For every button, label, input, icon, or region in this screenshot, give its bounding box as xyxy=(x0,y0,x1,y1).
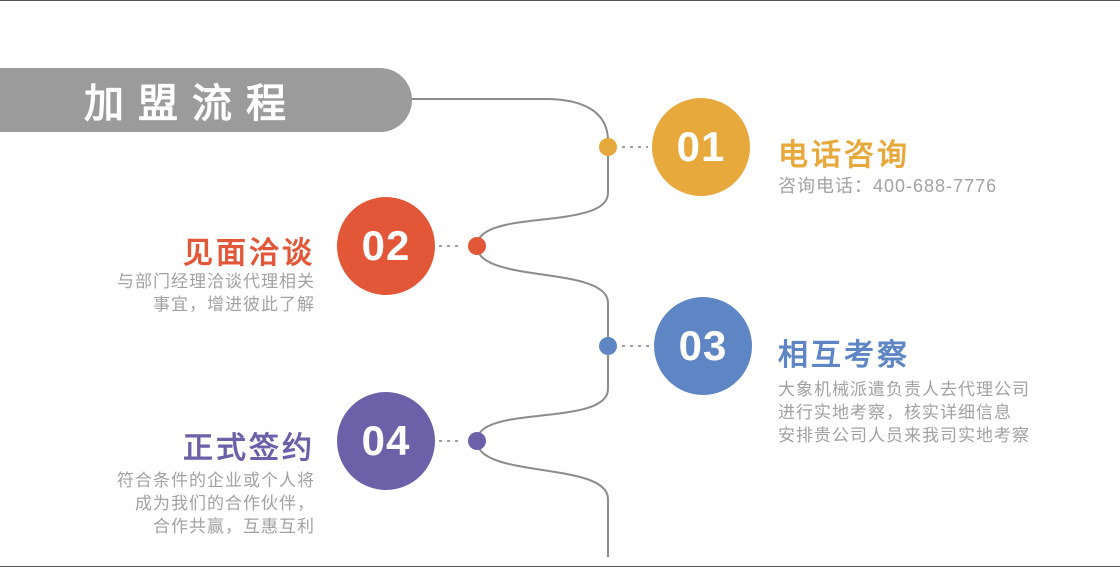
step2-number-circle: 02 xyxy=(337,197,435,295)
step2-number: 02 xyxy=(361,222,411,269)
step3-description: 大象机械派遣负责人去代理公司 进行实地考察，核实详细信息 安排贵公司人员来我司实… xyxy=(778,378,1030,447)
node-dot-step2 xyxy=(468,237,486,255)
step4-number-circle: 04 xyxy=(337,392,435,490)
step4-description-line: 符合条件的企业或个人将 xyxy=(117,471,315,490)
step1-description-line: 咨询电话：400-688-7776 xyxy=(778,176,998,196)
serpentine-line xyxy=(398,98,609,557)
step4-number: 04 xyxy=(361,417,411,464)
step2-description-line: 与部门经理洽谈代理相关 xyxy=(117,272,315,291)
step3-description-line: 安排贵公司人员来我司实地考察 xyxy=(778,426,1030,445)
step3-number: 03 xyxy=(678,322,728,369)
step3-number-circle: 03 xyxy=(654,297,752,395)
node-dot-step4 xyxy=(468,432,486,450)
step4-description-line: 成为我们的合作伙伴， xyxy=(135,494,315,513)
step1-title: 电话咨询 xyxy=(778,139,910,172)
step4-description-line: 合作共赢，互惠互利 xyxy=(153,517,315,536)
step1-description: 咨询电话：400-688-7776 xyxy=(778,175,997,198)
step3-description-line: 大象机械派遣负责人去代理公司 xyxy=(778,380,1030,399)
step4-description: 符合条件的企业或个人将 成为我们的合作伙伴， 合作共赢，互惠互利 xyxy=(117,469,315,538)
page-title: 加盟流程 xyxy=(84,82,300,126)
node-dot-step1 xyxy=(599,138,617,156)
step3-title: 相互考察 xyxy=(778,339,910,372)
title-banner: 加盟流程 xyxy=(0,68,412,132)
node-dot-step3 xyxy=(599,337,617,355)
step2-description-line: 事宜，增进彼此了解 xyxy=(153,295,315,314)
step3-description-line: 进行实地考察，核实详细信息 xyxy=(778,403,1012,422)
step2-title: 见面洽谈 xyxy=(183,237,315,270)
step2-description: 与部门经理洽谈代理相关 事宜，增进彼此了解 xyxy=(117,270,315,316)
step1-number-circle: 01 xyxy=(652,98,750,196)
step4-title: 正式签约 xyxy=(183,432,315,465)
step1-number: 01 xyxy=(676,123,726,170)
